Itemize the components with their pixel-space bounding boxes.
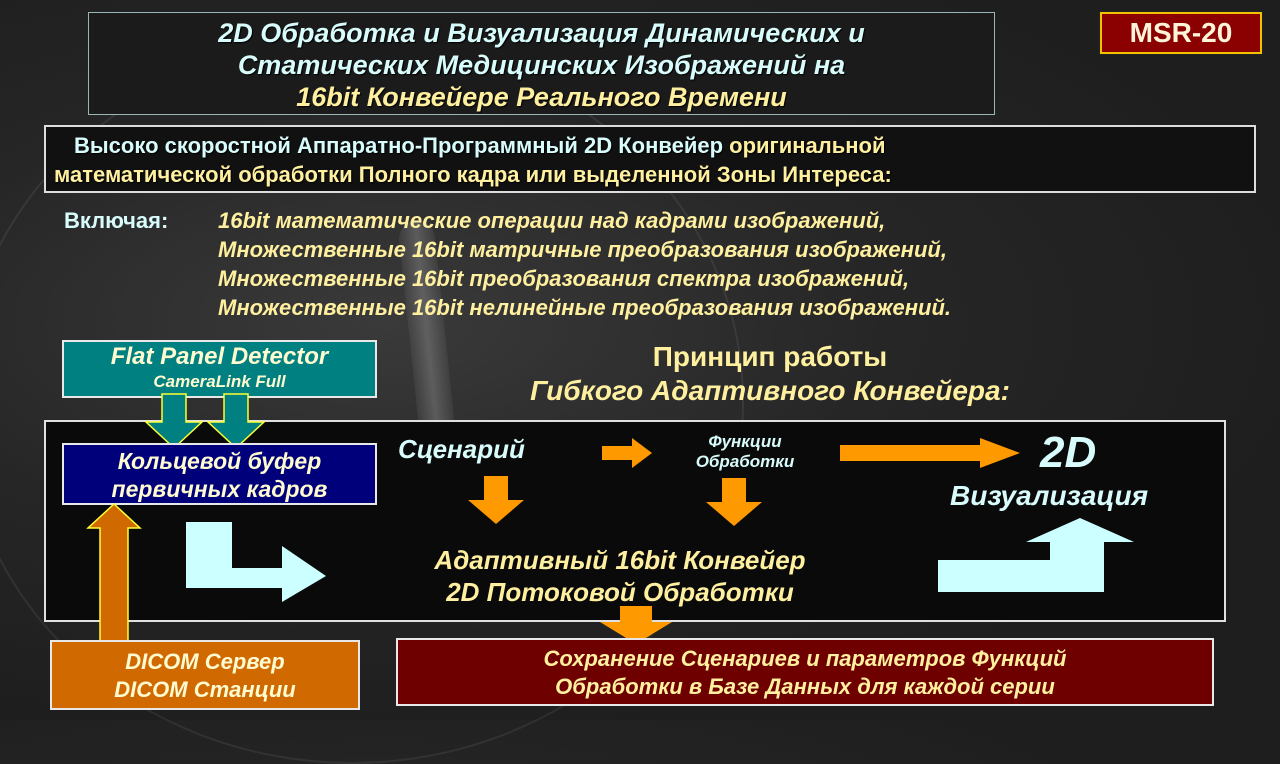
orange-right-arrow-icon (602, 438, 652, 468)
flat-panel-detector-box: Flat Panel Detector CameraLink Full (62, 340, 377, 398)
cyan-bend-up-arrow-icon (938, 518, 1134, 592)
subtitle-box: Высоко скоростной Аппаратно-Программный … (44, 125, 1256, 193)
functions-line-1: Функции (708, 432, 782, 451)
includes-item: Множественные 16bit преобразования спект… (218, 266, 910, 291)
includes-item: Множественные 16bit матричные преобразов… (218, 237, 947, 262)
title-line-3: 16bit Конвейере Реального Времени (296, 82, 787, 112)
dicom-line-1: DICOM Сервер (125, 649, 285, 674)
orange-up-arrow-icon (86, 502, 142, 643)
cyan-bend-right-arrow-icon (186, 522, 326, 602)
includes-item: 16bit математические операции над кадрам… (218, 208, 886, 233)
fpd-sublabel: CameraLink Full (153, 372, 286, 391)
scenario-label: Сценарий (398, 434, 525, 464)
orange-down-arrow-icon (706, 478, 762, 526)
includes-item: Множественные 16bit нелинейные преобразо… (218, 295, 952, 320)
pipeline-label: Адаптивный 16bit Конвейер 2D Потоковой О… (340, 544, 900, 608)
ring-buffer-line-1: Кольцевой буфер (117, 448, 322, 474)
visualization-label: Визуализация (950, 480, 1149, 511)
orange-down-arrow-icon (468, 476, 524, 524)
title-box: 2D Обработка и Визуализация Динамических… (88, 12, 995, 115)
visualization-2d-label: 2D (1040, 428, 1097, 477)
dicom-box: DICOM Сервер DICOM Станции (50, 640, 360, 710)
subtitle-line-1b: оригинальной (729, 133, 886, 158)
pipeline-line-1: Адаптивный 16bit Конвейер (434, 545, 806, 575)
title-line-2: Статических Медицинских Изображений на (237, 50, 846, 80)
principle-line-1: Принцип работы (652, 341, 888, 372)
pipeline-line-2: 2D Потоковой Обработки (446, 577, 794, 607)
principle-heading: Принцип работы Гибкого Адаптивного Конве… (440, 340, 1100, 408)
subtitle-line-1a: Высоко скоростной Аппаратно-Программный … (74, 133, 730, 158)
save-line-2: Обработки в Базе Данных для каждой серии (555, 674, 1055, 699)
teal-down-arrow-icon (144, 393, 266, 450)
title-line-1: 2D Обработка и Визуализация Динамических… (218, 18, 865, 48)
subtitle-line-2: математической обработки Полного кадра и… (54, 162, 892, 187)
functions-line-2: Обработки (695, 452, 795, 471)
orange-long-right-arrow-icon (840, 438, 1020, 468)
includes-label: Включая: (64, 208, 169, 233)
ring-buffer-box: Кольцевой буфер первичных кадров (62, 443, 377, 505)
fpd-label: Flat Panel Detector (110, 343, 329, 370)
msr-badge: MSR-20 (1099, 11, 1263, 55)
save-to-database-box: Сохранение Сценариев и параметров Функци… (396, 638, 1214, 706)
orange-down-arrow-to-db-icon (600, 606, 672, 644)
save-line-1: Сохранение Сценариев и параметров Функци… (543, 646, 1067, 671)
ring-buffer-line-2: первичных кадров (111, 476, 328, 502)
dicom-line-2: DICOM Станции (114, 677, 296, 702)
principle-line-2: Гибкого Адаптивного Конвейера: (530, 375, 1010, 406)
processing-functions-label: Функции Обработки (660, 432, 830, 472)
includes-list: 16bit математические операции над кадрам… (218, 206, 951, 322)
